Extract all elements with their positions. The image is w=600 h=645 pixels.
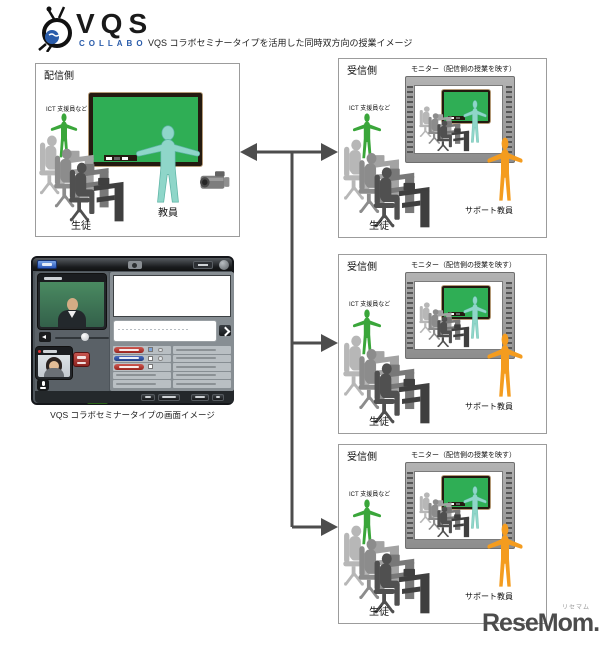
sender-students-label: 生徒 [71, 221, 91, 232]
volume-knob [81, 333, 89, 341]
watermark: リセマム ReseMom. [482, 602, 600, 637]
support-teacher-label: サポート教員 [465, 206, 513, 215]
monitor [405, 272, 515, 359]
app-bottom-button [158, 393, 180, 401]
vqs-mascot-icon [38, 6, 72, 52]
app-student-video [36, 347, 72, 379]
app-leave-button [37, 260, 57, 269]
sender-label: 配信側 [44, 71, 74, 82]
watermark-text: ReseMom. [482, 609, 600, 637]
receiver-box-3: 受信側 モニター（配信側の授業を映す） ICT 支援員など [338, 444, 547, 624]
list-row [113, 346, 171, 354]
app-camera-icon [128, 261, 142, 269]
speaker-icon [39, 332, 51, 342]
monitor-vent-icon [407, 472, 413, 539]
monitor-label: モニター（配信側の授業を映す） [411, 66, 516, 73]
receiver-ict-label: ICT 支援員など [349, 302, 391, 308]
list-row [113, 363, 171, 371]
monitor-vent-icon [506, 282, 512, 349]
monitor-label: モニター（配信側の授業を映す） [411, 452, 516, 459]
monitor-vent-icon [506, 472, 512, 539]
app-left-panel [35, 272, 109, 392]
list-row [113, 371, 171, 379]
app-topbar [33, 258, 232, 271]
app-screenshot [31, 256, 234, 405]
receiver-ict-label: ICT 支援員など [349, 106, 391, 112]
app-chat-input [113, 320, 217, 342]
sender-box: 配信側 ICT 支援員など 教員 生徒 [35, 63, 240, 237]
receiver-students-label: 生徒 [369, 417, 389, 428]
app-bottom-button [191, 393, 209, 401]
monitor-label: モニター（配信側の授業を映す） [411, 262, 516, 269]
monitor-vent-icon [407, 86, 413, 153]
app-bottom-button [141, 393, 155, 401]
app-bottom-bar [35, 391, 234, 403]
receiver-ict-label: ICT 支援員など [349, 492, 391, 498]
monitor [405, 462, 515, 549]
app-speak-button [73, 352, 90, 367]
app-caption: VQS コラボセミナータイプの画面イメージ [50, 410, 215, 420]
brand-logo-text: VQS [76, 8, 154, 39]
app-status-icon [219, 260, 229, 270]
monitor-screen [414, 85, 503, 154]
receiver-box-1: 受信側 モニター（配信側の授業を映す） ICT 支援員など [338, 58, 547, 238]
receiver-label: 受信側 [347, 66, 377, 77]
list-row [173, 354, 231, 362]
sender-ict-label: ICT 支援員など [46, 107, 88, 113]
app-teacher-video-header [38, 274, 106, 282]
monitor-vent-icon [407, 282, 413, 349]
watermark-ruby: リセマム [561, 605, 590, 611]
microphone-icon [37, 379, 49, 391]
brand-logo-subtext: COLLABO [79, 39, 147, 48]
app-whiteboard [113, 275, 231, 317]
app-list-right-column [173, 346, 231, 388]
app-send-button [219, 325, 231, 336]
monitor-screen [414, 471, 503, 540]
support-teacher-label: サポート教員 [465, 592, 513, 601]
list-row [173, 363, 231, 371]
app-right-panel [110, 272, 234, 391]
list-row [173, 371, 231, 379]
teacher-label: 教員 [158, 208, 178, 219]
monitor-screen [414, 281, 503, 350]
receiver-box-2: 受信側 モニター（配信側の授業を映す） ICT 支援員など [338, 254, 547, 434]
app-bottom-button [212, 393, 224, 401]
list-row [173, 380, 231, 388]
list-row [113, 354, 171, 362]
list-row [113, 380, 171, 388]
receiver-students-label: 生徒 [369, 221, 389, 232]
support-teacher-label: サポート教員 [465, 402, 513, 411]
app-participant-list [113, 346, 231, 388]
recording-dot-icon [38, 349, 41, 353]
receiver-label: 受信側 [347, 452, 377, 463]
app-list-left-column [113, 346, 171, 388]
monitor-vent-icon [506, 86, 512, 153]
receiver-label: 受信側 [347, 262, 377, 273]
page-title: VQS コラボセミナータイプを活用した同時双方向の授業イメージ [148, 38, 413, 48]
monitor [405, 76, 515, 163]
receiver-students-label: 生徒 [369, 607, 389, 618]
chalk-tray [103, 155, 137, 161]
app-topbar-button [193, 261, 213, 269]
app-student-video-header [36, 347, 72, 355]
app-teacher-video [38, 274, 106, 329]
list-row [173, 346, 231, 354]
